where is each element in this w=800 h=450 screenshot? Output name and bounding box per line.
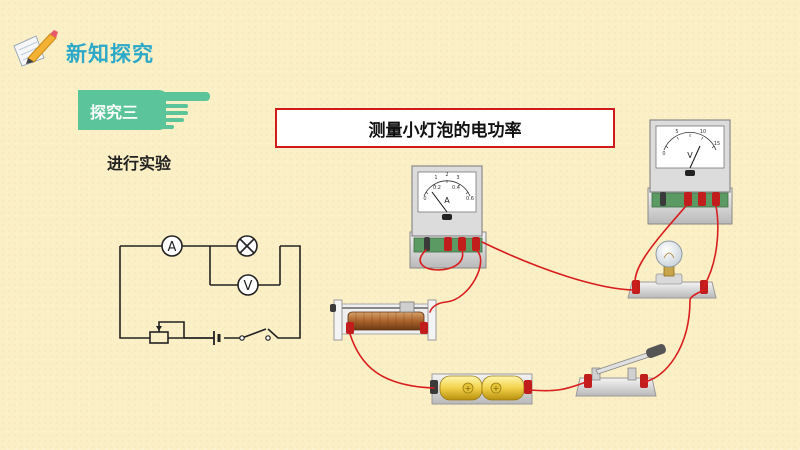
ammeter-scale-2: 0.4 [452,185,460,191]
voltmeter-unit: V [687,151,693,160]
header-title: 新知探究 [66,42,154,66]
pencil-notebook-icon [10,28,60,68]
experiment-title-box: 测量小灯泡的电功率 [275,108,615,148]
ammeter-symbol [161,235,183,257]
voltmeter: 0 5 10 15 V [647,119,733,225]
ammeter-scale-3: 0.6 [466,196,474,202]
battery-plus-1: + [465,384,472,393]
ammeter-scale-0: 0 [423,196,426,202]
battery-pack: + + [430,373,533,405]
subheading: 进行实验 [107,154,172,173]
ammeter: 0 0.2 0.4 0.6 1 2 3 A [409,165,487,269]
ammeter-unit: A [444,196,450,205]
wires [349,205,719,392]
voltmeter-symbol-label: V [244,279,253,294]
ammeter-symbol-label: A [168,240,177,255]
voltmeter-symbol [237,274,259,296]
ammeter-top-3: 3 [456,175,459,181]
section-tab: 探究三 [78,90,218,130]
voltmeter-scale-1: 5 [675,129,678,135]
voltmeter-scale-0: 0 [662,151,665,157]
voltmeter-scale-2: 10 [700,129,706,135]
knife-switch [575,344,666,397]
rheostat [330,299,437,341]
lamp [627,240,717,299]
section-label: 探究三 [90,103,139,122]
experiment-title: 测量小灯泡的电功率 [368,120,522,141]
ammeter-top-2: 2 [445,172,448,178]
ammeter-top-1: 1 [434,175,437,181]
circuit-diagram: A V [119,235,301,345]
battery-plus-2: + [493,384,500,393]
ammeter-scale-1: 0.2 [433,185,441,191]
voltmeter-scale-3: 15 [714,141,720,147]
